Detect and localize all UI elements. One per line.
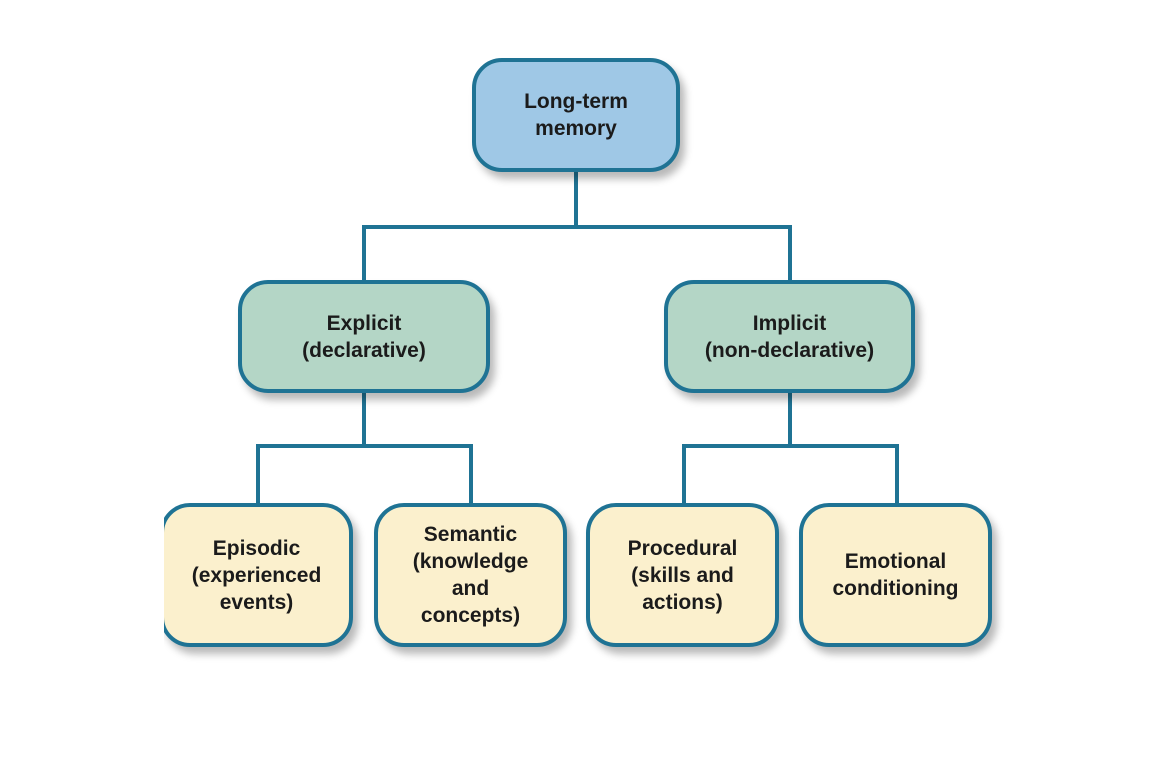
long-term-memory-label: Long-term memory [524,90,628,140]
image-crop-edge-left [0,480,164,680]
semantic-memory-node: Semantic (knowledge and concepts) [374,503,567,647]
procedural-memory-node: Procedural (skills and actions) [586,503,779,647]
emotional-conditioning-node: Emotional conditioning [799,503,992,647]
implicit-to-children-connector [682,391,899,505]
implicit-memory-label: Implicit (non-declarative) [704,311,875,362]
explicit-memory-label: Explicit (declarative) [302,311,426,362]
semantic-memory-label: Semantic (knowledge and concepts) [412,523,529,627]
procedural-memory-label: Procedural (skills and actions) [627,536,738,614]
image-crop-edge-right [1005,480,1152,680]
root-to-categories-connector [362,170,792,282]
episodic-memory-node: Episodic (experienced events) [160,503,353,647]
episodic-memory-label: Episodic (experienced events) [191,536,322,614]
explicit-to-children-connector [256,391,473,505]
implicit-memory-node: Implicit (non-declarative) [664,280,915,393]
emotional-conditioning-label: Emotional conditioning [832,550,959,600]
long-term-memory-node: Long-term memory [472,58,680,172]
explicit-memory-node: Explicit (declarative) [238,280,490,393]
